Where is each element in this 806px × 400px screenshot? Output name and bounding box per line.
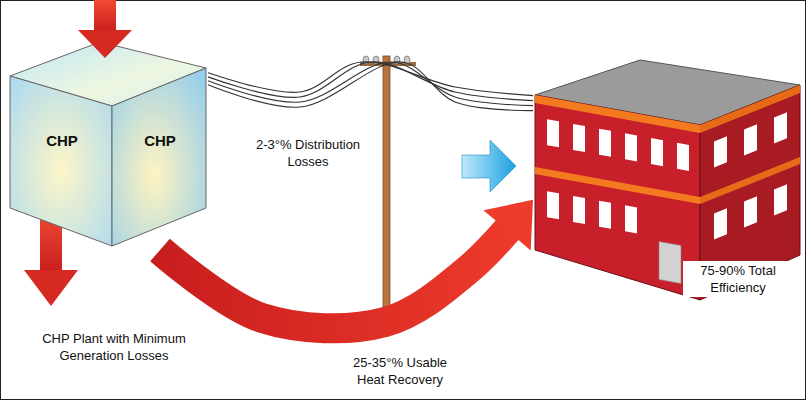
- edge-label: 2-3°% Distribution Losses: [246, 136, 370, 170]
- arrow-head: [483, 200, 533, 251]
- door: [659, 242, 681, 284]
- input-arrow-head: [78, 30, 132, 58]
- node-text: CHP: [30, 132, 94, 149]
- heat-arrow: [160, 200, 533, 328]
- node-text: 75-90% Total Efficiency: [683, 261, 793, 297]
- utility-pole: [360, 56, 416, 324]
- input-arrow: [94, 0, 116, 32]
- power-line: [208, 62, 533, 101]
- building: 75-90% Total Efficiency: [533, 56, 803, 304]
- power-lines: [208, 62, 533, 111]
- chp-plant: CHP CHP: [8, 28, 208, 250]
- connector-path: [160, 200, 533, 328]
- connector-path: [208, 62, 533, 101]
- chp-plant-shape: [8, 28, 208, 250]
- edge-label: 25-35°% Usable Heat Recovery: [340, 354, 460, 388]
- caption-label: CHP Plant with Minimum Generation Losses: [14, 330, 214, 364]
- transfer-arrow: [462, 140, 516, 192]
- node-text: CHP: [128, 132, 192, 149]
- windows: [547, 112, 787, 239]
